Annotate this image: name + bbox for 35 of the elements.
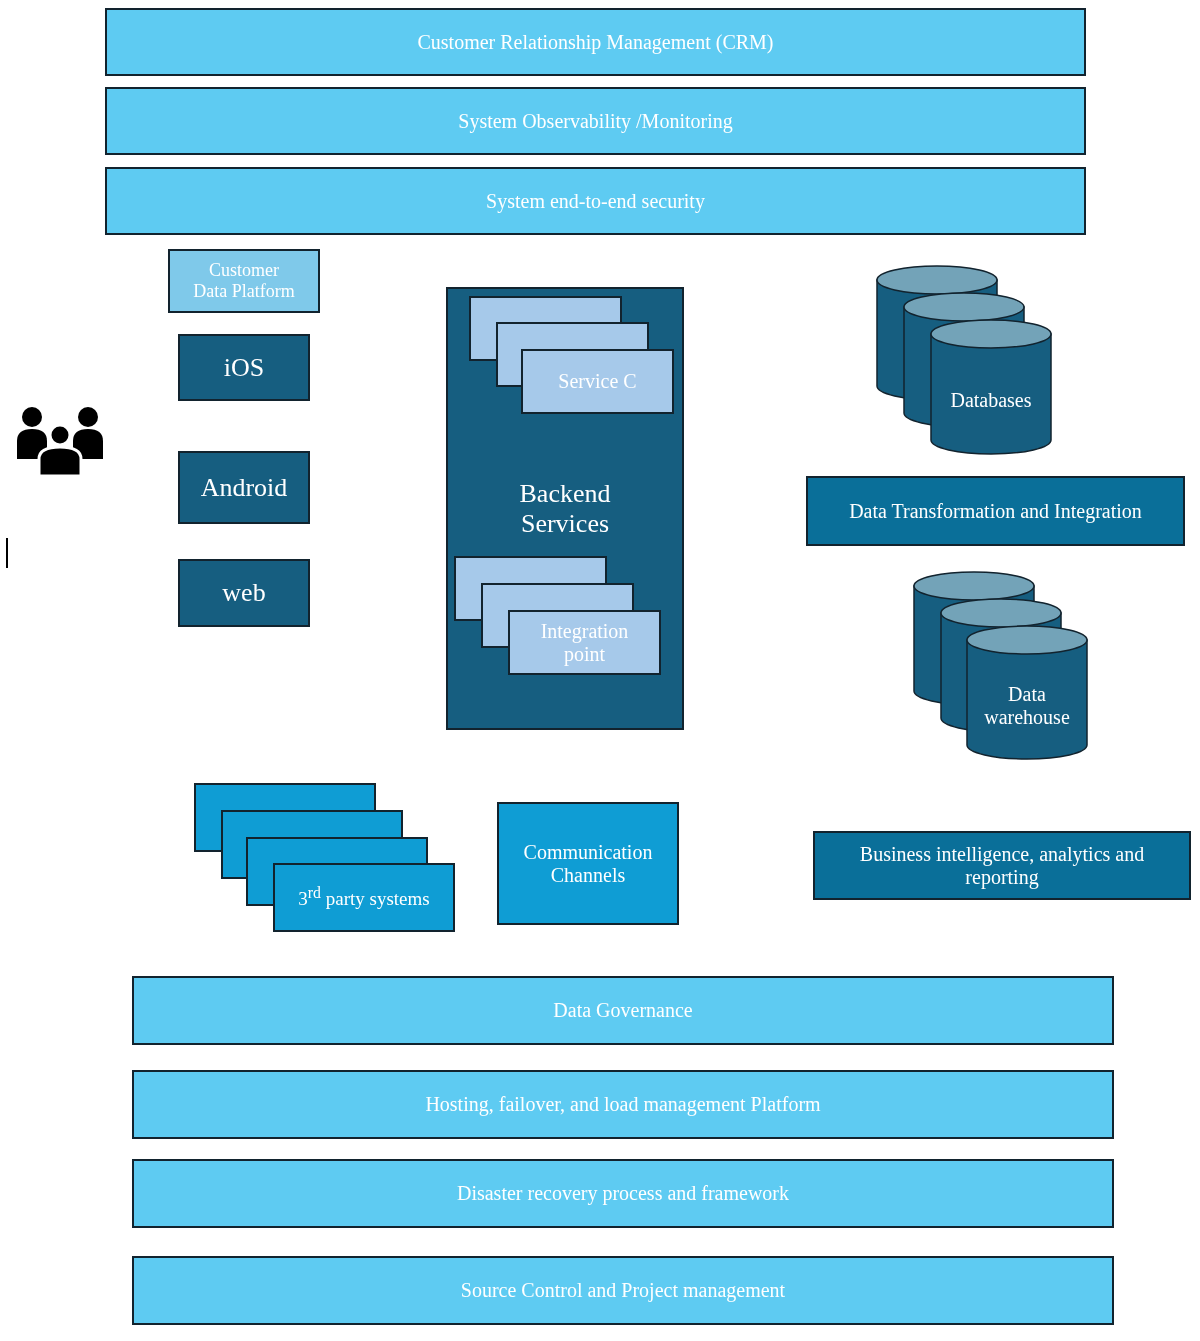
box-label: Business intelligence, analytics and reporting [858, 842, 1146, 889]
layer-band [132, 1159, 1114, 1228]
box-label: Data Transformation and Integration [849, 499, 1142, 523]
platform-box [168, 249, 320, 313]
layer-band [132, 976, 1114, 1045]
box-label: iOS [223, 352, 265, 383]
box-label: 3$^{rd}$ party systems [298, 884, 430, 911]
layer-band [132, 1070, 1114, 1139]
box-label: Service C [558, 370, 637, 393]
layer-band [132, 1256, 1114, 1325]
box-label: Communication Channels [522, 840, 654, 887]
box-label: System Observability /Monitoring [458, 109, 733, 133]
box-label: Data warehouse [983, 682, 1071, 729]
box-label: Customer Data Platform [192, 260, 296, 302]
layer-band [105, 87, 1086, 155]
platform-box [178, 559, 310, 627]
box-label: Databases [950, 388, 1032, 412]
layer-band [105, 8, 1086, 76]
box-label: Android [200, 472, 288, 503]
box-label: web [222, 578, 266, 608]
platform-box [178, 451, 310, 524]
service-container [446, 287, 684, 730]
box-label: Hosting, failover, and load management Platform [425, 1093, 821, 1116]
channel-box [497, 802, 679, 925]
layer-band [105, 167, 1086, 235]
box-label: Disaster recovery process and framework [456, 1182, 790, 1205]
box-label: Data Governance [553, 999, 693, 1022]
platform-box [178, 334, 310, 401]
process-box [806, 476, 1185, 546]
box-label: Customer Relationship Management (CRM) [417, 30, 774, 54]
box-label: Backend Services [518, 478, 612, 539]
box-label: System end-to-end security [486, 189, 705, 213]
process-box [813, 831, 1191, 900]
box-label: Integration point [539, 619, 630, 666]
box-label: Source Control and Project management [460, 1279, 786, 1302]
